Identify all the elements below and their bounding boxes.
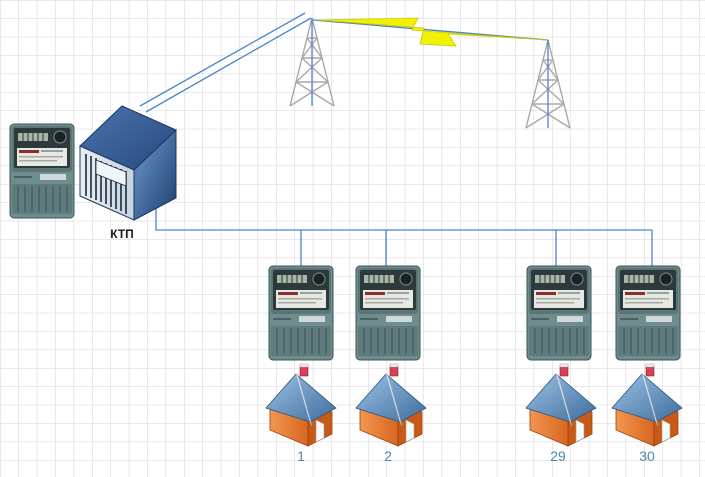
ktp-uplink-wires xyxy=(139,12,312,113)
electricity-meter-icon xyxy=(268,265,334,361)
transformer-substation-icon xyxy=(79,105,177,221)
electricity-meter-icon xyxy=(355,265,421,361)
radio-tower-icon xyxy=(525,39,571,129)
electricity-meter-icon xyxy=(9,123,75,219)
radio-tower-icon xyxy=(289,17,335,107)
house-number: 30 xyxy=(639,448,655,464)
ktp-label: КТП xyxy=(110,227,134,241)
house-number: 1 xyxy=(297,448,305,464)
electricity-meter-icon xyxy=(615,265,681,361)
house-number: 2 xyxy=(384,448,392,464)
distribution-line xyxy=(155,204,653,268)
lightning-link-icon xyxy=(312,17,549,47)
electricity-meter-icon xyxy=(526,265,592,361)
house-number: 29 xyxy=(550,448,566,464)
